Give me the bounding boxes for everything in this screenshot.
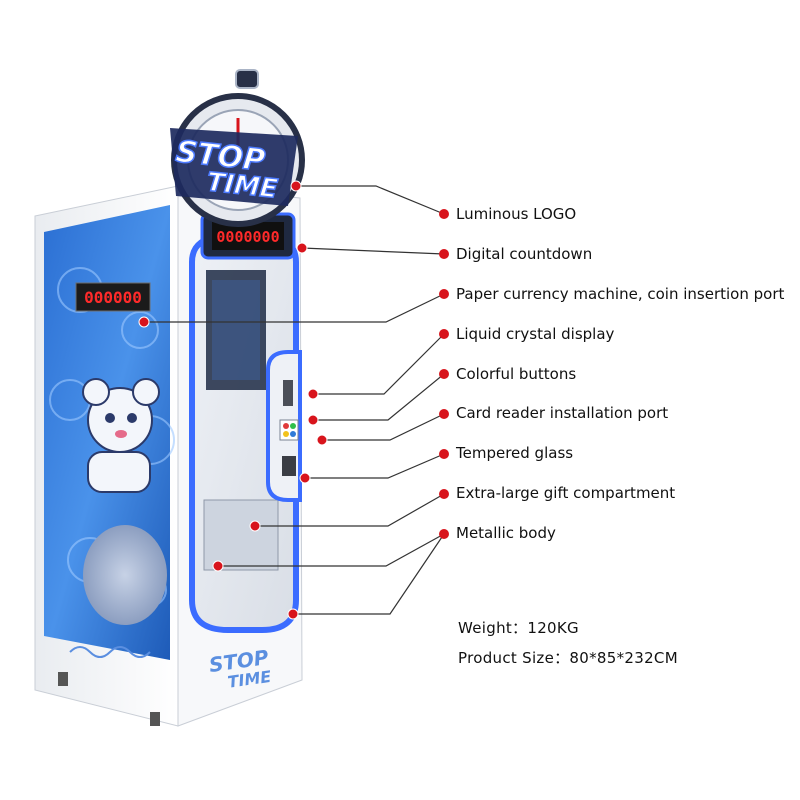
- feature-label-luminous-logo: Luminous LOGO: [456, 205, 577, 223]
- feature-label-card-reader: Card reader installation port: [456, 404, 669, 422]
- callout-start-dot: [287, 608, 299, 620]
- card-reader: [282, 456, 296, 476]
- gift-compartment: [203, 499, 279, 571]
- colorful-buttons: [279, 419, 299, 441]
- callout-line: [305, 453, 445, 479]
- callout-start-dot: [296, 242, 308, 254]
- side-countdown-digits: 000000: [84, 288, 142, 307]
- feature-label-currency-coin-port: Paper currency machine, coin insertion p…: [456, 285, 785, 303]
- coin-slot: [283, 380, 293, 406]
- feature-label-lcd: Liquid crystal display: [456, 325, 615, 343]
- callout-line: [301, 247, 445, 255]
- callout-start-dot: [307, 414, 319, 426]
- callout-line: [255, 493, 445, 527]
- mouse-mascot-icon: [82, 378, 160, 493]
- feature-label-colorful-buttons: Colorful buttons: [456, 365, 577, 383]
- callout-label-dot: [439, 409, 449, 419]
- callout-start-dot: [290, 180, 302, 192]
- callout-label-dot: [439, 489, 449, 499]
- callout-start-dot: [138, 316, 150, 328]
- callout-label-dot: [439, 209, 449, 219]
- callout-label-dot: [439, 369, 449, 379]
- callout-label-dot: [439, 449, 449, 459]
- callout-label-dot: [439, 249, 449, 259]
- callout-label-dot: [439, 529, 449, 539]
- callout-line: [218, 533, 445, 567]
- top-countdown-digits: 0000000: [216, 228, 279, 246]
- callout-start-dot: [316, 434, 328, 446]
- callout-start-dot: [299, 472, 311, 484]
- feature-label-digital-countdown: Digital countdown: [456, 245, 593, 263]
- callout-line: [144, 293, 445, 323]
- side-countdown-display: [75, 282, 151, 312]
- callout-line: [313, 333, 445, 395]
- spec-weight: Weight：120KG: [458, 619, 579, 637]
- cabinet-front: STOP TIME: [177, 185, 303, 727]
- feature-label-tempered-glass: Tempered glass: [456, 444, 574, 462]
- feature-label-metallic-body: Metallic body: [456, 524, 556, 542]
- stopwatch-logo: STOP TIME: [170, 69, 305, 227]
- cabinet-side: 000000: [34, 185, 179, 727]
- callout-start-dot: [212, 560, 224, 572]
- callout-label-dot: [439, 289, 449, 299]
- callout-line: [313, 373, 445, 421]
- callout-line: [296, 185, 445, 215]
- spec-product-size: Product Size：80*85*232CM: [458, 649, 678, 667]
- feature-label-gift-compartment: Extra-large gift compartment: [456, 484, 676, 502]
- side-ornament: [69, 646, 151, 658]
- foot: [58, 672, 68, 686]
- callout-start-dot: [249, 520, 261, 532]
- foot: [150, 712, 160, 726]
- callout-line: [293, 533, 445, 615]
- callout-start-dot: [307, 388, 319, 400]
- top-countdown-display: [212, 222, 284, 250]
- callout-line: [322, 413, 445, 441]
- plush-toy: [83, 525, 167, 625]
- callout-label-dot: [439, 329, 449, 339]
- callout-lines: [138, 180, 449, 620]
